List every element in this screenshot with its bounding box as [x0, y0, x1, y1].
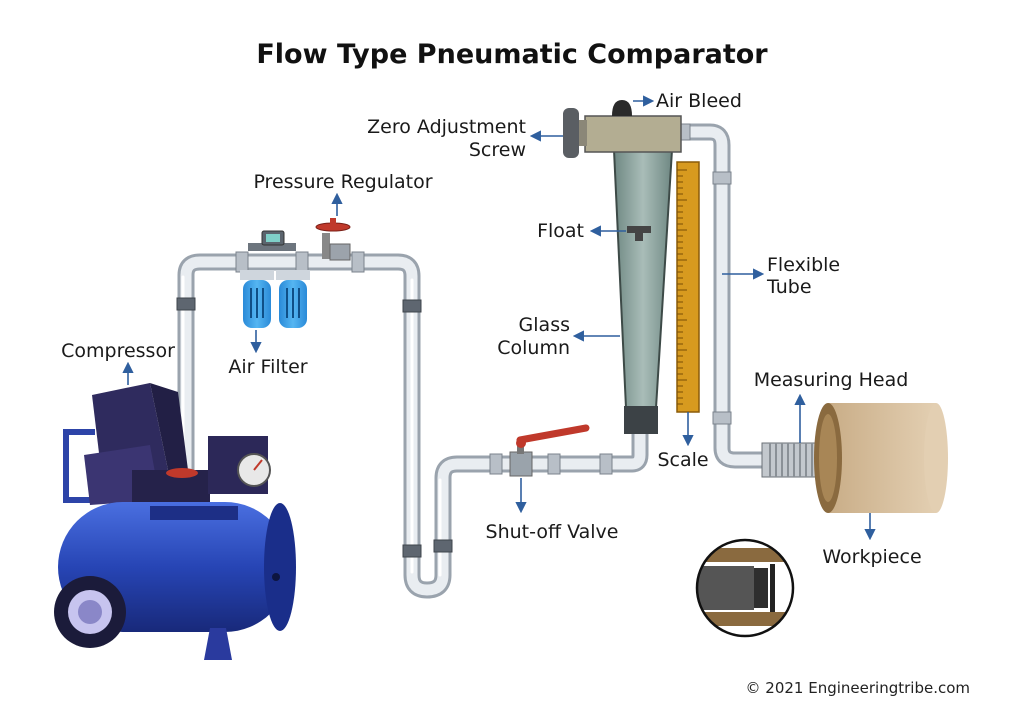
label-scale: Scale [657, 449, 708, 471]
label-glass-column: Column [497, 337, 570, 359]
label-air-bleed: Air Bleed [656, 90, 742, 112]
label-workpiece: Workpiece [822, 546, 921, 568]
label-zero-adjustment: Zero Adjustment [367, 116, 526, 138]
copyright: © 2021 Engineeringtribe.com [746, 679, 970, 697]
compressor [54, 383, 296, 660]
annotation-arrows [122, 95, 876, 541]
label-flexible-tube: Tube [766, 276, 812, 298]
label-float: Float [537, 220, 584, 242]
detail-inset [695, 538, 795, 638]
label-air-filter: Air Filter [228, 356, 307, 378]
label-compressor: Compressor [61, 340, 175, 362]
pipe-couplings [176, 123, 732, 558]
pipe-network [177, 123, 779, 599]
scale [676, 161, 700, 413]
float [627, 226, 651, 241]
glass-column [612, 149, 674, 434]
label-measuring-head: Measuring Head [754, 369, 909, 391]
workpiece [814, 403, 948, 513]
label-shutoff-valve: Shut-off Valve [486, 521, 619, 543]
label-zero-adjustment-screw: Screw [469, 139, 526, 161]
label-flexible: Flexible [767, 254, 840, 276]
pressure-regulator [248, 218, 351, 261]
label-glass: Glass [519, 314, 570, 336]
label-pressure-regulator: Pressure Regulator [253, 171, 432, 193]
diagram-title: Flow Type Pneumatic Comparator [256, 39, 768, 70]
header-block [563, 100, 682, 158]
air-filter [240, 270, 310, 328]
labels: Air Bleed Zero Adjustment Screw Pressure… [61, 90, 922, 568]
shutoff-valve [509, 424, 590, 477]
